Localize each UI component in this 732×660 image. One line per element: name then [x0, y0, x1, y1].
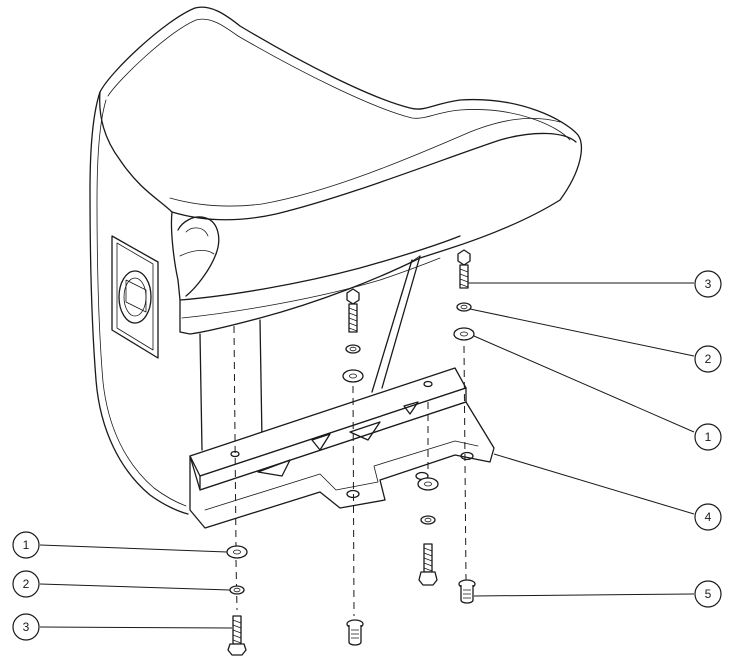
callout-bubble: 2: [694, 345, 722, 373]
callout-bubble: 1: [694, 423, 722, 451]
callout-label: 1: [23, 538, 30, 552]
callout-bubble: 2: [12, 570, 40, 598]
callouts: 3 2 1 4 5 1 2 3: [12, 270, 722, 641]
assembly-centerlines: [233, 325, 467, 617]
callout-bubble: 3: [694, 270, 722, 298]
callout-bubble: 5: [694, 580, 722, 608]
screw-top-middle: [346, 288, 360, 333]
bolt-middle-right: [418, 543, 438, 586]
callout-label: 3: [705, 277, 712, 291]
callout-bubble: 4: [694, 503, 722, 531]
screw-top-right: [457, 249, 471, 289]
bolt-bottom-left: [227, 615, 247, 656]
callout-label: 2: [23, 577, 30, 591]
mounting-bracket: [189, 367, 495, 529]
callout-label: 1: [705, 430, 712, 444]
rivet-nut-bottom-right: [458, 579, 476, 604]
callout-bubble: 1: [12, 531, 40, 559]
rivet-nut-bottom-middle: [346, 619, 364, 646]
housing-body: [89, 6, 582, 515]
callout-label: 4: [705, 510, 712, 524]
side-connector-plate: [111, 235, 159, 359]
callout-label: 3: [23, 620, 30, 634]
callout-bubble: 3: [12, 613, 40, 641]
callout-label: 5: [705, 587, 712, 601]
callout-label: 2: [705, 352, 712, 366]
leader-lines: [39, 282, 695, 629]
